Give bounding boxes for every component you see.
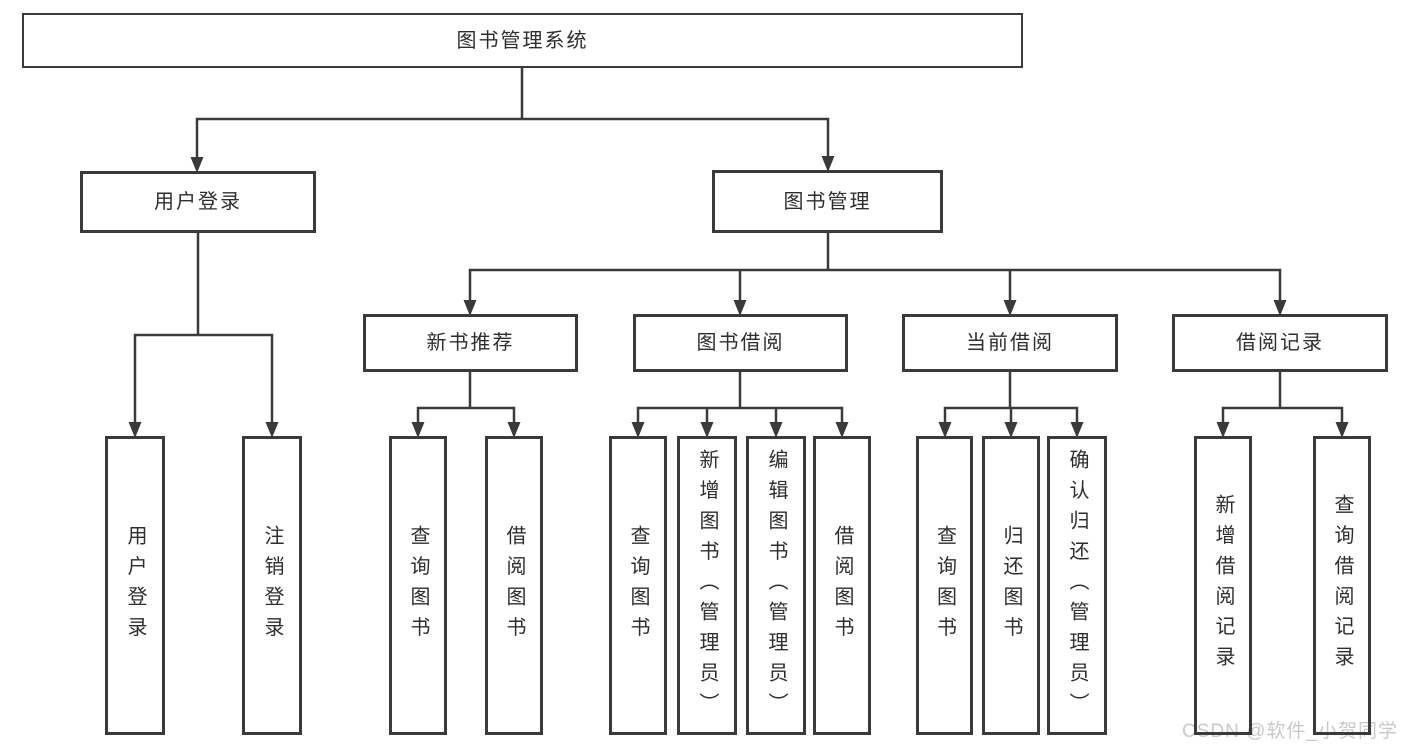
node-label-book-mgmt: 图书管理 (783, 190, 872, 213)
arrowhead-icon (1070, 422, 1084, 438)
node-label-leaf-query-book-1: 查询图书 (407, 524, 429, 647)
node-box-current-borrow: 当前借阅 (902, 314, 1118, 372)
node-box-leaf-query-book-2: 查询图书 (609, 436, 667, 735)
arrowhead-icon (463, 300, 477, 316)
watermark: CSDN @软件_小贺同学 (1182, 721, 1398, 742)
node-label-new-book-rec: 新书推荐 (426, 332, 515, 354)
node-label-borrow-records: 借阅记录 (1236, 332, 1324, 354)
connector-path (133, 231, 274, 425)
node-box-leaf-logout: 注销登录 (242, 436, 302, 735)
node-label-root: 图书管理系统 (456, 29, 589, 52)
arrowhead-icon (733, 300, 747, 316)
node-label-leaf-return-book: 归还图书 (1000, 524, 1022, 647)
node-label-current-borrow: 当前借阅 (966, 332, 1054, 354)
node-box-leaf-query-book-1: 查询图书 (389, 436, 447, 735)
node-box-leaf-return-book: 归还图书 (982, 436, 1040, 735)
arrowhead-icon (411, 422, 425, 438)
node-label-leaf-query-book-2: 查询图书 (627, 524, 649, 647)
node-label-leaf-query-book-3: 查询图书 (933, 524, 956, 647)
arrowhead-icon (631, 422, 645, 438)
node-box-user-login: 用户登录 (80, 171, 316, 233)
node-label-book-borrow: 图书借阅 (696, 332, 785, 354)
arrowhead-icon (507, 422, 521, 438)
node-box-borrow-records: 借阅记录 (1172, 314, 1388, 372)
arrowhead-icon (1004, 422, 1018, 438)
node-label-leaf-logout: 注销登录 (261, 524, 283, 647)
arrowhead-icon (190, 157, 204, 173)
connector-path (943, 370, 1079, 425)
connector-path (1221, 370, 1344, 425)
connector-path (468, 231, 1282, 303)
connector-path (636, 370, 844, 425)
node-box-book-borrow: 图书借阅 (633, 314, 848, 372)
node-label-user-login: 用户登录 (154, 191, 242, 213)
node-label-leaf-confirm-return: 确认归还（管理员） (1066, 448, 1088, 723)
node-box-book-mgmt: 图书管理 (712, 170, 943, 233)
node-box-root: 图书管理系统 (22, 13, 1023, 68)
connector-path (416, 370, 516, 425)
node-box-leaf-borrow-book-2: 借阅图书 (813, 436, 871, 735)
node-label-leaf-query-record: 查询借阅记录 (1331, 494, 1353, 677)
node-label-leaf-borrow-book-1: 借阅图书 (503, 524, 525, 647)
arrowhead-icon (835, 422, 849, 438)
arrowhead-icon (1216, 422, 1230, 438)
node-label-leaf-add-book: 新增图书（管理员） (696, 448, 718, 723)
node-box-leaf-query-book-3: 查询图书 (916, 436, 973, 735)
arrowhead-icon (938, 422, 952, 438)
node-box-leaf-add-record: 新增借阅记录 (1194, 436, 1252, 735)
node-box-leaf-borrow-book-1: 借阅图书 (485, 436, 543, 735)
arrowhead-icon (1335, 422, 1349, 438)
node-label-leaf-add-record: 新增借阅记录 (1212, 494, 1234, 677)
node-box-new-book-rec: 新书推荐 (363, 314, 578, 372)
node-box-leaf-confirm-return: 确认归还（管理员） (1047, 436, 1107, 735)
arrowhead-icon (1273, 300, 1287, 316)
arrowhead-icon (1003, 300, 1017, 316)
node-box-leaf-user-login: 用户登录 (105, 436, 165, 735)
node-box-leaf-query-record: 查询借阅记录 (1313, 436, 1371, 735)
node-box-leaf-edit-book: 编辑图书（管理员） (746, 436, 806, 735)
arrowhead-icon (265, 422, 279, 438)
arrowhead-icon (700, 422, 714, 438)
node-box-leaf-add-book: 新增图书（管理员） (677, 436, 737, 735)
arrowhead-icon (128, 422, 142, 438)
arrowhead-icon (769, 422, 783, 438)
arrowhead-icon (821, 156, 835, 172)
node-label-leaf-user-login: 用户登录 (124, 524, 146, 647)
node-label-leaf-edit-book: 编辑图书（管理员） (765, 448, 787, 723)
connector-path (195, 66, 830, 160)
node-label-leaf-borrow-book-2: 借阅图书 (831, 524, 853, 647)
